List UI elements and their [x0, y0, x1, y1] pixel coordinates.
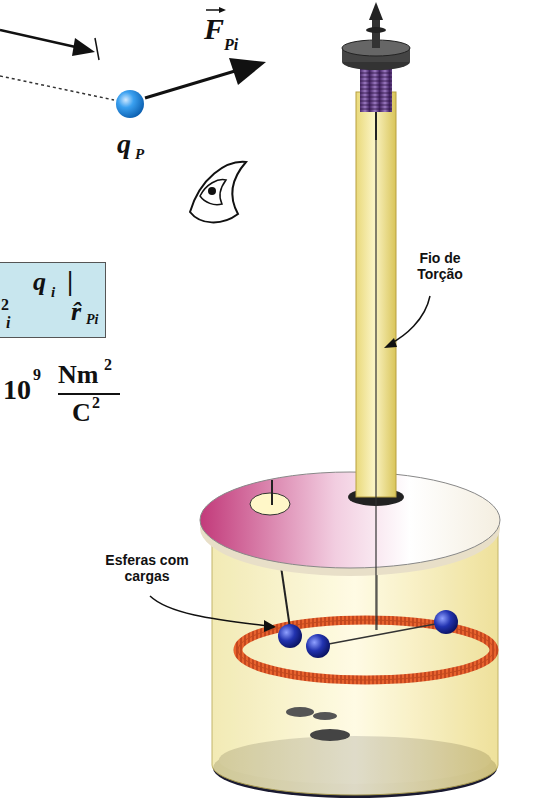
subscript: Pi — [224, 36, 238, 54]
exponent: 2 — [92, 394, 100, 412]
base-text: i — [6, 315, 10, 331]
abs-bar: | — [67, 267, 73, 295]
charge-symbol: q — [117, 128, 131, 160]
unit: C — [72, 398, 91, 428]
constant-value: 10 — [3, 374, 31, 406]
force-symbol: F — [204, 12, 224, 47]
unit: Nm — [58, 360, 98, 390]
unit-vector: r̂ — [71, 299, 81, 325]
exponent: 9 — [33, 366, 41, 384]
subscript: Pi — [86, 313, 98, 327]
part-label: Fio de Torção — [408, 250, 472, 282]
exponent: 2 — [104, 356, 112, 374]
charge-symbol: q — [33, 269, 46, 295]
subscript: i — [51, 285, 55, 300]
base-text: 2 — [1, 297, 9, 313]
formula-box: 2iqi|r̂Pi — [0, 262, 106, 338]
subscript: P — [135, 146, 144, 163]
part-label: Esferas com cargas — [92, 552, 202, 584]
